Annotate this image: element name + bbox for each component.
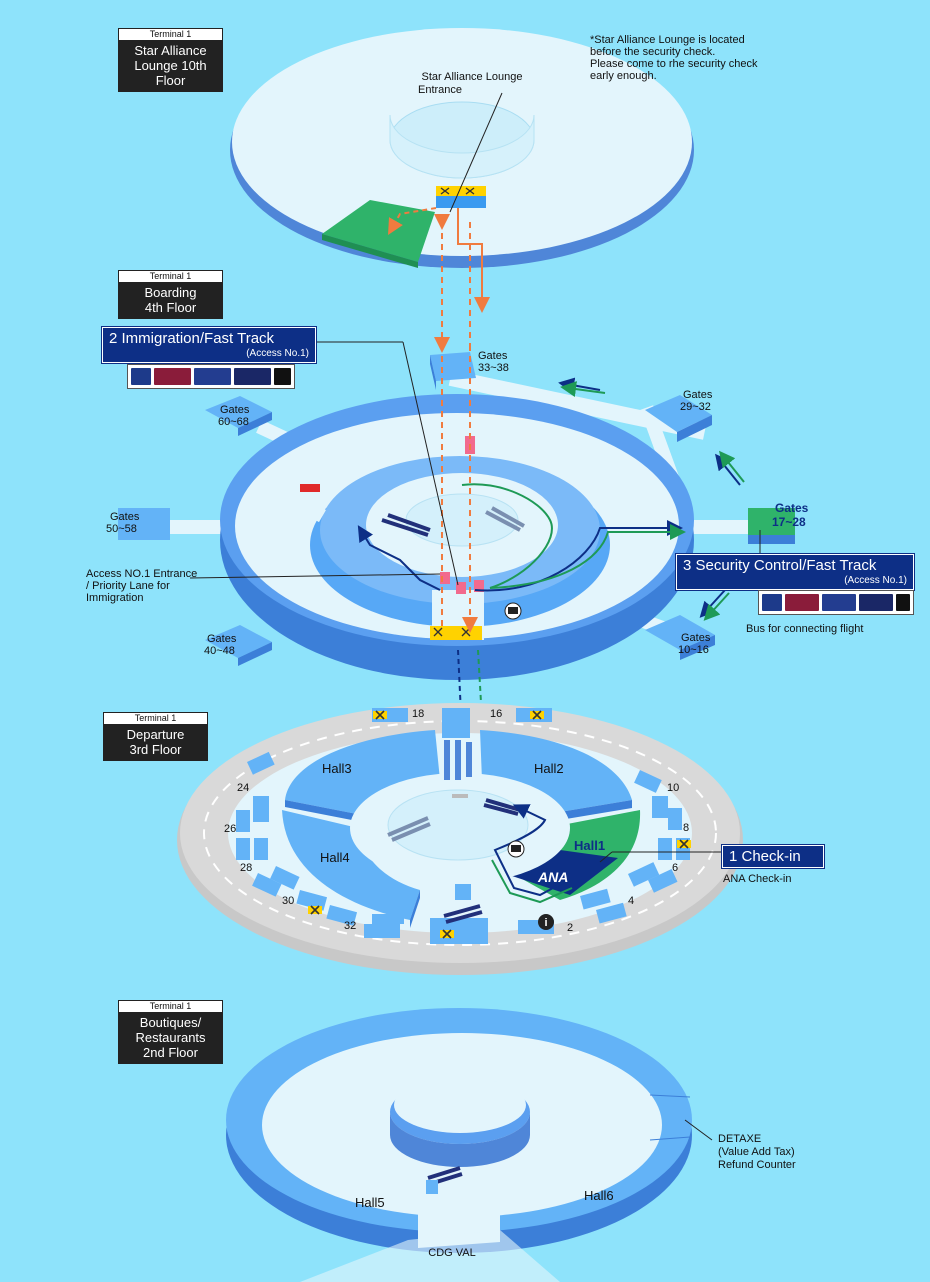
gate-block-40 <box>205 625 272 666</box>
counter-30: 30 <box>282 895 294 907</box>
counter-8: 8 <box>683 822 689 834</box>
floor-name-2: Restaurants <box>135 1030 206 1045</box>
hall3-label: Hall3 <box>322 761 352 776</box>
lounge-note-line: before the security check. <box>590 46 716 58</box>
counter-10: 10 <box>667 782 679 794</box>
gate-block-50 <box>118 508 170 540</box>
floor-label-lounge: Terminal 1 Star Alliance Lounge 10th Flo… <box>118 28 223 92</box>
super-flyers-card-icon <box>859 594 893 611</box>
hall6-label: Hall6 <box>584 1188 614 1203</box>
gate-label-33-title: Gates <box>478 350 508 362</box>
access-note-line: Access NO.1 Entrance <box>86 568 198 580</box>
hall5-label: Hall5 <box>355 1195 385 1210</box>
lounge-note-line: early enough. <box>590 70 657 82</box>
super-flyers-card-icon <box>234 368 271 385</box>
counter-32: 32 <box>344 920 356 932</box>
floor-name: Star Alliance Lounge 10th Floor <box>134 43 207 88</box>
cdg-val-label: CDG VAL <box>428 1247 475 1259</box>
gate-label-60-range: 60~68 <box>218 416 249 428</box>
detaxe-label-3: Refund Counter <box>718 1159 796 1171</box>
gate-label-17-title: Gates <box>775 501 809 515</box>
ana-logo: ANA <box>537 869 568 885</box>
counter-16: 16 <box>490 708 502 720</box>
floor-level: 2nd Floor <box>143 1045 198 1060</box>
immigration-card-logos <box>127 364 295 389</box>
detaxe-label-1: DETAXE <box>718 1133 761 1145</box>
immigration-sub: (Access No.1) <box>246 348 309 359</box>
lounge-note-line: Please come to rhe security check <box>590 58 758 70</box>
security-card-logos <box>758 590 914 615</box>
diamond-card-icon <box>785 594 819 611</box>
svg-text:i: i <box>544 917 547 929</box>
floor-label-boarding: Terminal 1 Boarding 4th Floor <box>118 270 223 319</box>
star-alliance-icon <box>896 594 910 611</box>
floor-name: Boarding <box>144 285 197 300</box>
immigration-title: 2 Immigration/Fast Track <box>109 330 275 347</box>
security-title: 3 Security Control/Fast Track <box>683 557 877 574</box>
checkin-callout: 1 Check-in <box>722 845 824 868</box>
hall1-label: Hall1 <box>574 838 605 853</box>
counter-2: 2 <box>567 922 573 934</box>
gate-label-10-title: Gates <box>681 632 711 644</box>
immigration-callout: 2 Immigration/Fast Track (Access No.1) <box>102 327 316 363</box>
floor-name: Boutiques/ <box>139 1015 202 1030</box>
departure-floor: i <box>177 703 743 975</box>
business-card-icon <box>762 594 782 611</box>
gate-label-29-title: Gates <box>683 389 713 401</box>
platinum-card-icon <box>194 368 231 385</box>
counter-28: 28 <box>240 862 252 874</box>
gate-label-29-range: 29~32 <box>680 401 711 413</box>
counter-6: 6 <box>672 862 678 874</box>
detaxe-label-2: (Value Add Tax) <box>718 1146 795 1158</box>
gate-label-50-range: 50~58 <box>106 523 137 535</box>
bus-label: Bus for connecting flight <box>746 623 863 635</box>
gate-label-50-title: Gates <box>110 511 140 523</box>
floor-level: 4th Floor <box>144 300 197 315</box>
boarding-floor <box>118 337 795 680</box>
lounge-note: *Star Alliance Lounge is located before … <box>590 34 758 82</box>
star-alliance-icon <box>274 368 291 385</box>
hall4-label: Hall4 <box>320 850 350 865</box>
counter-18: 18 <box>412 708 424 720</box>
gate-label-40-title: Gates <box>207 633 237 645</box>
counter-26: 26 <box>224 823 236 835</box>
floor-label-boutiques: Terminal 1 Boutiques/ Restaurants 2nd Fl… <box>118 1000 223 1064</box>
gate-label-40-range: 40~48 <box>204 645 235 657</box>
floor-label-departure: Terminal 1 Departure 3rd Floor <box>103 712 208 761</box>
counter-4: 4 <box>628 895 634 907</box>
gate-label-60-title: Gates <box>220 404 250 416</box>
terminal-label: Terminal 1 <box>119 1001 222 1013</box>
checkin-title: 1 Check-in <box>729 848 801 865</box>
terminal-label: Terminal 1 <box>119 29 222 41</box>
lounge-note-line: *Star Alliance Lounge is located <box>590 34 745 46</box>
star-alliance-lounge-area <box>322 200 435 262</box>
counter-24: 24 <box>237 782 249 794</box>
boutiques-floor <box>226 1008 713 1282</box>
floor-name: Departure <box>126 727 185 742</box>
gate-block-29 <box>645 395 712 442</box>
gate-block-60 <box>205 396 272 436</box>
access-note-line: / Priority Lane for <box>86 580 170 592</box>
terminal-label: Terminal 1 <box>119 271 222 283</box>
gate-label-33-range: 33~38 <box>478 362 509 374</box>
terminal-label: Terminal 1 <box>104 713 207 725</box>
gate-label-10-range: 10~16 <box>678 644 709 656</box>
access-note: Access NO.1 Entrance / Priority Lane for… <box>86 568 197 604</box>
security-callout: 3 Security Control/Fast Track (Access No… <box>676 554 914 590</box>
lounge-floor <box>230 28 694 313</box>
lounge-entrance-label-1: Star Alliance Lounge <box>422 71 523 83</box>
floor-level: 3rd Floor <box>129 742 182 757</box>
gate-label-17-range: 17~28 <box>772 515 806 529</box>
platinum-card-icon <box>822 594 856 611</box>
security-sub: (Access No.1) <box>844 575 907 586</box>
access-note-line: Immigration <box>86 592 144 604</box>
gate-block-10 <box>645 615 715 660</box>
lounge-entrance-label-2: Entrance <box>418 84 462 96</box>
hall2-label: Hall2 <box>534 761 564 776</box>
diamond-card-icon <box>154 368 191 385</box>
business-card-icon <box>131 368 151 385</box>
ana-checkin-label: ANA Check-in <box>723 873 791 885</box>
